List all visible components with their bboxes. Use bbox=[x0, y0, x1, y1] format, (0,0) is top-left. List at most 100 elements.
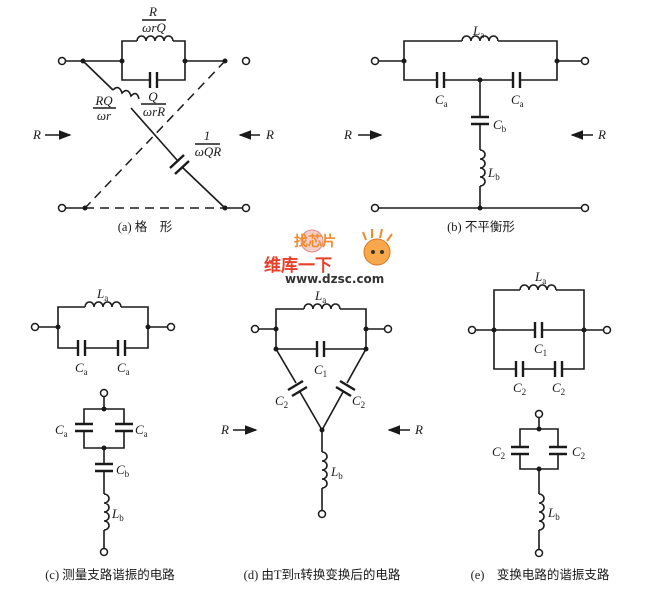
inductor-La bbox=[303, 303, 341, 310]
wire bbox=[125, 327, 149, 349]
label-right-R: R bbox=[414, 422, 423, 437]
terminal bbox=[370, 56, 380, 66]
terminal bbox=[57, 56, 67, 66]
caption-e: (e) 变换电路的谐振支路 bbox=[471, 567, 610, 582]
junction bbox=[581, 327, 587, 333]
terminal bbox=[602, 325, 612, 335]
mascot-antennae bbox=[362, 228, 393, 242]
wire bbox=[275, 348, 297, 384]
label-left-R: R bbox=[343, 127, 352, 142]
wire bbox=[57, 306, 85, 327]
wire bbox=[173, 40, 186, 61]
caption-d: (d) 由T到π转换变换后的电路 bbox=[244, 567, 401, 582]
label-Ca-4: Ca bbox=[135, 422, 148, 439]
wire bbox=[181, 166, 226, 209]
wire bbox=[340, 308, 367, 329]
dashed-wire bbox=[84, 60, 226, 209]
junction bbox=[80, 58, 86, 64]
label-C2-right: C2 bbox=[352, 393, 365, 410]
terminal bbox=[99, 388, 109, 398]
junction bbox=[477, 205, 483, 211]
inductor-La bbox=[461, 35, 499, 42]
label-Cb: Cb bbox=[493, 117, 507, 134]
mascot-head bbox=[363, 238, 391, 266]
wire bbox=[556, 289, 585, 330]
junction bbox=[55, 324, 61, 330]
junction bbox=[145, 324, 151, 330]
capacitor-plate bbox=[339, 379, 356, 392]
wire bbox=[57, 327, 78, 349]
wire bbox=[157, 61, 186, 81]
label-right-R: R bbox=[597, 127, 606, 142]
label-Ca-2: Ca bbox=[117, 360, 130, 377]
diagram-d-t-to-pi: La C1 C2 C2 Lb R R (d) 由T到π转换变换后的电路 bbox=[220, 288, 423, 582]
wire bbox=[130, 107, 178, 161]
wire bbox=[493, 289, 520, 330]
inductor-top bbox=[136, 35, 174, 42]
terminal bbox=[317, 509, 327, 519]
label-La: La bbox=[472, 23, 484, 40]
inductor-Lb bbox=[103, 493, 110, 531]
junction bbox=[222, 58, 228, 64]
wire bbox=[562, 330, 585, 370]
wire bbox=[498, 40, 558, 61]
caption-b: (b) 不平衡形 bbox=[447, 220, 515, 234]
wire bbox=[346, 348, 367, 384]
mascot-eye bbox=[380, 250, 384, 254]
capacitor-plate bbox=[287, 379, 304, 392]
wire bbox=[121, 306, 149, 327]
wire bbox=[299, 391, 323, 431]
label-inductor-diag-num: RQ bbox=[94, 93, 113, 108]
mascot-eye bbox=[371, 250, 375, 254]
junction bbox=[477, 77, 483, 83]
junction bbox=[536, 426, 542, 432]
wire bbox=[403, 40, 462, 61]
terminal bbox=[383, 324, 393, 334]
terminal bbox=[580, 56, 590, 66]
label-Ca-1: Ca bbox=[75, 360, 88, 377]
junction bbox=[319, 427, 325, 433]
junction bbox=[554, 58, 560, 64]
watermark-logo: 找芯片 维库一下 www.dzsc.com bbox=[264, 228, 393, 286]
watermark-line1: 找芯片 bbox=[294, 233, 336, 250]
label-capacitor-diag-den: ωQR bbox=[195, 144, 222, 159]
junction bbox=[222, 205, 228, 211]
inductor-La bbox=[519, 284, 557, 291]
junction bbox=[119, 58, 125, 64]
terminal bbox=[250, 324, 260, 334]
label-inductor-top-num: R bbox=[148, 4, 157, 19]
inductor-Lb bbox=[538, 493, 545, 531]
label-capacitor-top-den: ωrR bbox=[143, 104, 165, 119]
label-Lb: Lb bbox=[330, 464, 343, 481]
label-capacitor-diag-num: 1 bbox=[204, 128, 211, 143]
caption-c: (c) 测量支路谐振的电路 bbox=[45, 567, 175, 582]
terminal bbox=[467, 325, 477, 335]
capacitor-plate bbox=[169, 154, 185, 169]
inductor-Lb bbox=[321, 451, 328, 489]
wire bbox=[519, 428, 559, 447]
wire bbox=[83, 431, 125, 449]
wire bbox=[121, 40, 137, 61]
wire bbox=[121, 61, 150, 81]
junction bbox=[491, 327, 497, 333]
terminal bbox=[241, 56, 251, 66]
inductor-diagonal bbox=[112, 86, 140, 100]
terminal bbox=[30, 322, 40, 332]
junction bbox=[82, 205, 88, 211]
logo-badge bbox=[300, 229, 324, 253]
label-Lb: Lb bbox=[487, 165, 500, 182]
inductor-Lb bbox=[479, 149, 486, 187]
label-Cb: Cb bbox=[116, 462, 130, 479]
capacitor-plate bbox=[291, 385, 308, 398]
junction bbox=[182, 58, 188, 64]
terminal bbox=[99, 547, 109, 557]
label-C1: C1 bbox=[314, 362, 327, 379]
diagram-e-transformed-branch: La C1 C2 C2 C2 C2 Lb (e) 变换电路的谐振支路 bbox=[467, 269, 612, 582]
label-right-R: R bbox=[265, 127, 274, 142]
diagram-a-lattice: R ωrQ Q ωrR RQ ωr 1 ωQR R R (a) 格 形 bbox=[32, 4, 274, 234]
terminal bbox=[580, 203, 590, 213]
terminal bbox=[370, 203, 380, 213]
junction bbox=[363, 326, 369, 332]
